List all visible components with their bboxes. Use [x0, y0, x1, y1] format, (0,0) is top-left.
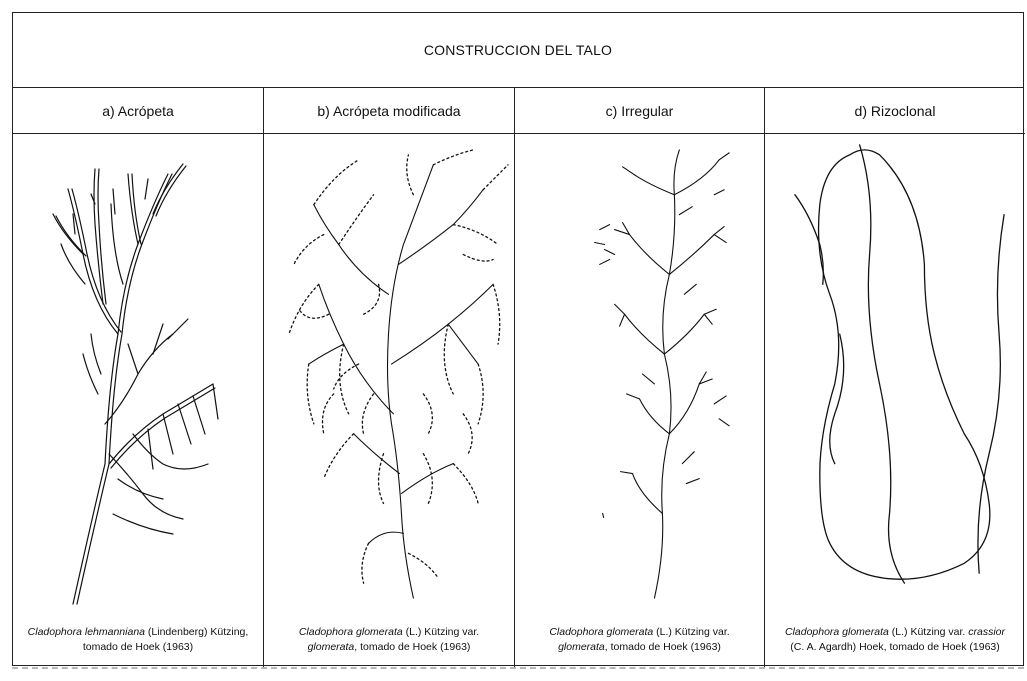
caption: Cladophora lehmanniana (Lindenberg) Kütz… — [13, 612, 263, 667]
figure-table: CONSTRUCCION DEL TALO a) Acrópeta — [12, 12, 1024, 666]
variety-name: glomerata — [558, 641, 605, 653]
authority-text: (L.) Kützing var. — [403, 626, 479, 638]
thallus-drawing-irregular — [515, 134, 764, 612]
column-rizoclonal: d) Rizoclonal Cladophora glomerata (L.) … — [764, 88, 1025, 667]
scan-artifact-divider — [12, 667, 1024, 675]
source-text: , tomado de Hoek (1963) — [605, 641, 721, 653]
source-text: (C. A. Agardh) Hoek, tomado de Hoek (196… — [790, 641, 1000, 653]
thallus-drawing-rizoclonal — [765, 134, 1025, 612]
caption: Cladophora glomerata (L.) Kützing var. c… — [765, 612, 1025, 667]
species-name: Cladophora glomerata — [299, 626, 403, 638]
authority-text: (L.) Kützing var. — [889, 626, 968, 638]
figure-title: CONSTRUCCION DEL TALO — [13, 13, 1023, 88]
variety-name: crassior — [968, 626, 1005, 638]
column-heading: a) Acrópeta — [13, 88, 263, 134]
caption: Cladophora glomerata (L.) Kützing var. g… — [264, 612, 514, 667]
column-acropeta-modificada: b) Acrópeta modificada — [263, 88, 514, 667]
caption: Cladophora glomerata (L.) Kützing var. g… — [515, 612, 764, 667]
column-irregular: c) Irregular Cladophora glomerata (L.) K… — [514, 88, 764, 667]
variety-name: glomerata — [308, 641, 355, 653]
authority-text: (Lindenberg) Kützing, — [145, 626, 248, 638]
source-text: tomado de Hoek (1963) — [83, 641, 193, 653]
species-name: Cladophora glomerata — [549, 626, 653, 638]
species-name: Cladophora glomerata — [785, 626, 889, 638]
column-heading: b) Acrópeta modificada — [264, 88, 514, 134]
source-text: , tomado de Hoek (1963) — [354, 641, 470, 653]
column-acropeta: a) Acrópeta — [13, 88, 263, 667]
thallus-drawing-acropeta-modificada — [264, 134, 514, 612]
thallus-drawing-acropeta — [13, 134, 263, 612]
species-name: Cladophora lehmanniana — [28, 626, 145, 638]
column-heading: d) Rizoclonal — [765, 88, 1025, 134]
column-heading: c) Irregular — [515, 88, 764, 134]
authority-text: (L.) Kützing var. — [653, 626, 729, 638]
